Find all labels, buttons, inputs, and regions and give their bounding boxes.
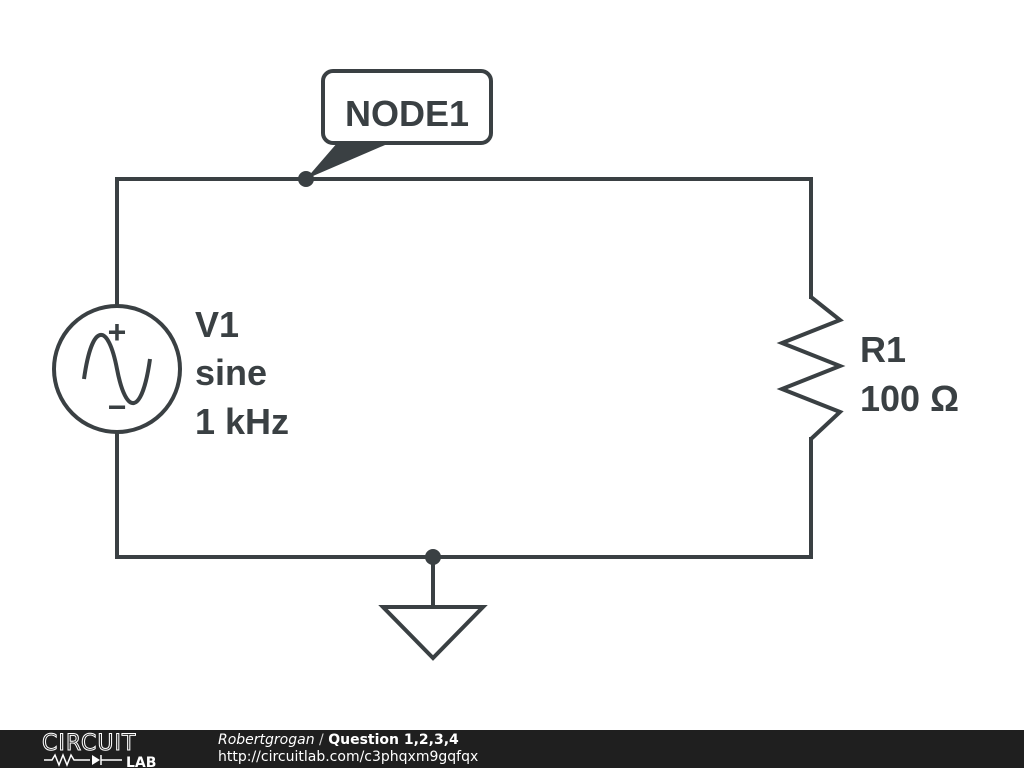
source-name-label: V1 [195, 304, 239, 345]
circuit-schematic: NODE1 + − V1 sine 1 kHz R1 100 Ω [52, 69, 959, 661]
logo-text-lab: LAB [126, 755, 156, 768]
logo-diode-icon [92, 755, 100, 765]
resistor-value-label: 100 Ω [860, 378, 959, 419]
node-label-pointer [306, 142, 392, 179]
logo-resistor-icon [44, 752, 90, 768]
circuitlab-logo[interactable]: CIRCUIT LAB [40, 730, 180, 768]
source-type-label: sine [195, 352, 267, 393]
node-label-callout[interactable]: NODE1 [306, 69, 493, 179]
node-label-text: NODE1 [345, 93, 469, 134]
source-frequency-label: 1 kHz [195, 401, 289, 442]
wires [115, 177, 813, 609]
circuit-title[interactable]: Question 1,2,3,4 [328, 732, 459, 748]
author-link[interactable]: Robertgrogan [218, 732, 315, 748]
source-plus-icon: + [108, 314, 127, 350]
source-minus-icon: − [108, 389, 127, 425]
voltage-source-labels: V1 sine 1 kHz [195, 304, 289, 442]
resistor-name-label: R1 [860, 329, 906, 370]
resistor-labels: R1 100 Ω [860, 329, 959, 419]
ground-symbol[interactable] [378, 605, 488, 661]
wire-top [115, 177, 813, 307]
node-label-box [321, 69, 493, 145]
footer-bar: CIRCUIT LAB Robertgrogan / Question 1,2,… [0, 730, 1024, 768]
resistor-zigzag [776, 295, 846, 441]
sine-wave-icon [82, 333, 152, 405]
circuit-url[interactable]: http://circuitlab.com/c3phqxm9gqfqx [218, 749, 479, 765]
logo-text-circuit: CIRCUIT [42, 731, 136, 756]
junction-ground [425, 549, 441, 565]
wire-bottom [115, 431, 813, 559]
ground-icon [378, 605, 488, 661]
resistor-r1[interactable] [776, 295, 846, 441]
footer-caption: Robertgrogan / Question 1,2,3,4 http://c… [218, 732, 478, 766]
voltage-source-v1[interactable]: + − [52, 304, 182, 434]
footer-separator: / [319, 732, 324, 748]
